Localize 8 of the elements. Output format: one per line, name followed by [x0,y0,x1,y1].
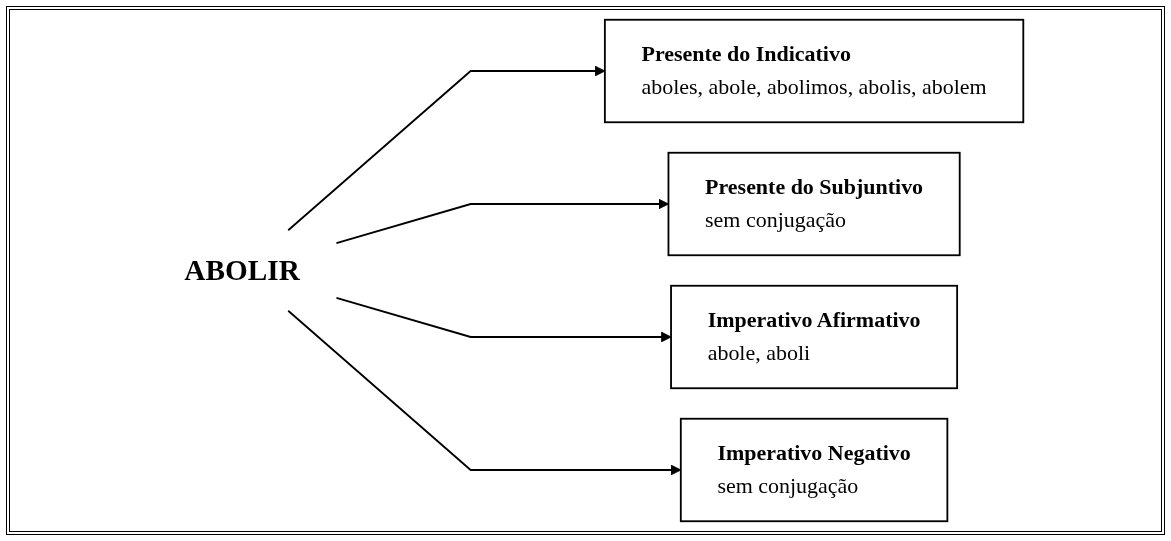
node-box [667,151,961,257]
node-text: ABOLIR [184,254,300,287]
node-box [603,18,1025,124]
arrow [335,198,669,244]
arrow [335,297,672,343]
node-box [670,284,959,390]
node-box [679,417,949,523]
page-frame: ABOLIR Presente do Indicativo aboles, abole, abolimos, abolis, abolem Presente do Subjuntivo sem conjugação Imperativo Afirmativo abole, aboli Imperativo Negativo sem conjugação [6,6,1165,535]
